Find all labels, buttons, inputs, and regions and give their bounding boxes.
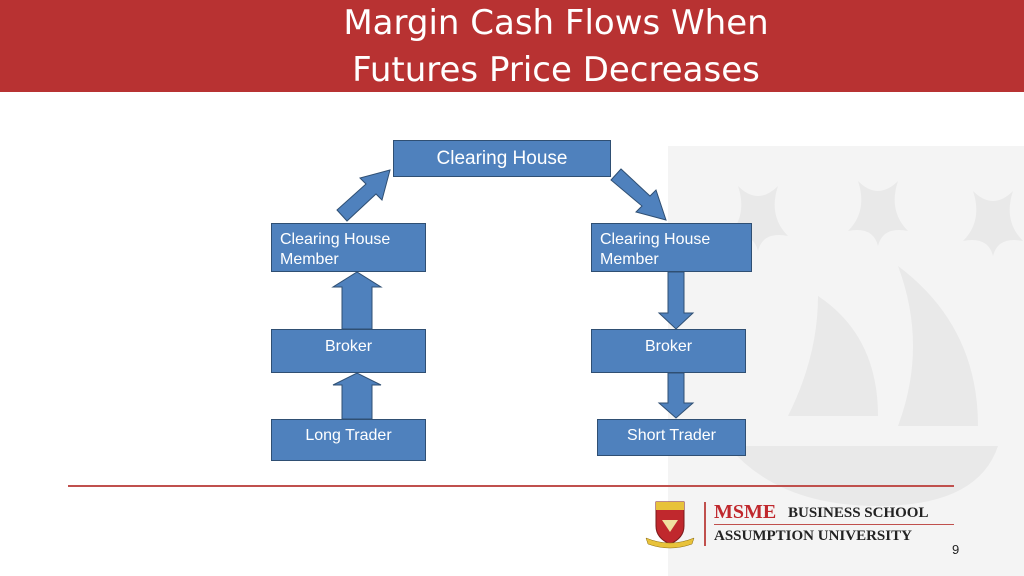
university-logo: MSME BUSINESS SCHOOL ASSUMPTION UNIVERSI… [640,498,956,550]
arrow-down-broker-to-short-trader [657,372,695,419]
short-trader-box: Short Trader [597,419,746,456]
right-broker-box: Broker [591,329,746,373]
page-number: 9 [952,542,960,557]
slide-title-line-1: Margin Cash Flows When [343,3,769,43]
slide-title: Margin Cash Flows When Futures Price Dec… [250,0,862,94]
university-label: ASSUMPTION UNIVERSITY [714,528,912,544]
left-broker-box: Broker [271,329,426,373]
right-member-box: Clearing House Member [591,223,752,272]
title-bar: Margin Cash Flows When Futures Price Dec… [0,0,1024,92]
business-school-label: BUSINESS SCHOOL [788,505,929,521]
msme-label: MSME [714,501,777,523]
arrow-up-long-trader-to-broker [332,372,382,420]
slide-title-line-2: Futures Price Decreases [352,50,760,90]
arrow-down-clearing-house-to-right-member [610,168,667,221]
footer-rule [68,485,954,487]
crest-watermark [668,146,1024,576]
long-trader-box: Long Trader [271,419,426,461]
arrow-up-broker-to-left-member [331,271,383,330]
clearing-house-box: Clearing House [393,140,611,177]
crest-icon [645,501,695,549]
arrow-up-left-member-to-clearing-house [336,169,391,222]
arrow-down-right-member-to-broker [657,271,695,330]
left-member-box: Clearing House Member [271,223,426,272]
